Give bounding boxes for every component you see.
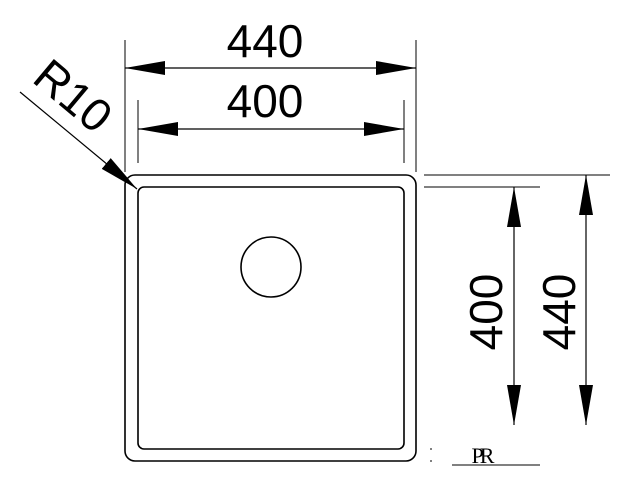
drain-hole [240,236,302,298]
inner-height-label: 400 [460,274,512,351]
outer-width-label: 440 [227,15,304,67]
corner-radius-label: R10 [24,49,122,143]
sink-inner-outline [137,186,405,450]
sink-outer-outline [124,174,417,462]
inner-width-label: 400 [227,75,304,127]
outer-height-label: 440 [533,274,585,351]
maker-mark: PR [472,443,495,468]
corner-radius-leader [19,91,138,190]
